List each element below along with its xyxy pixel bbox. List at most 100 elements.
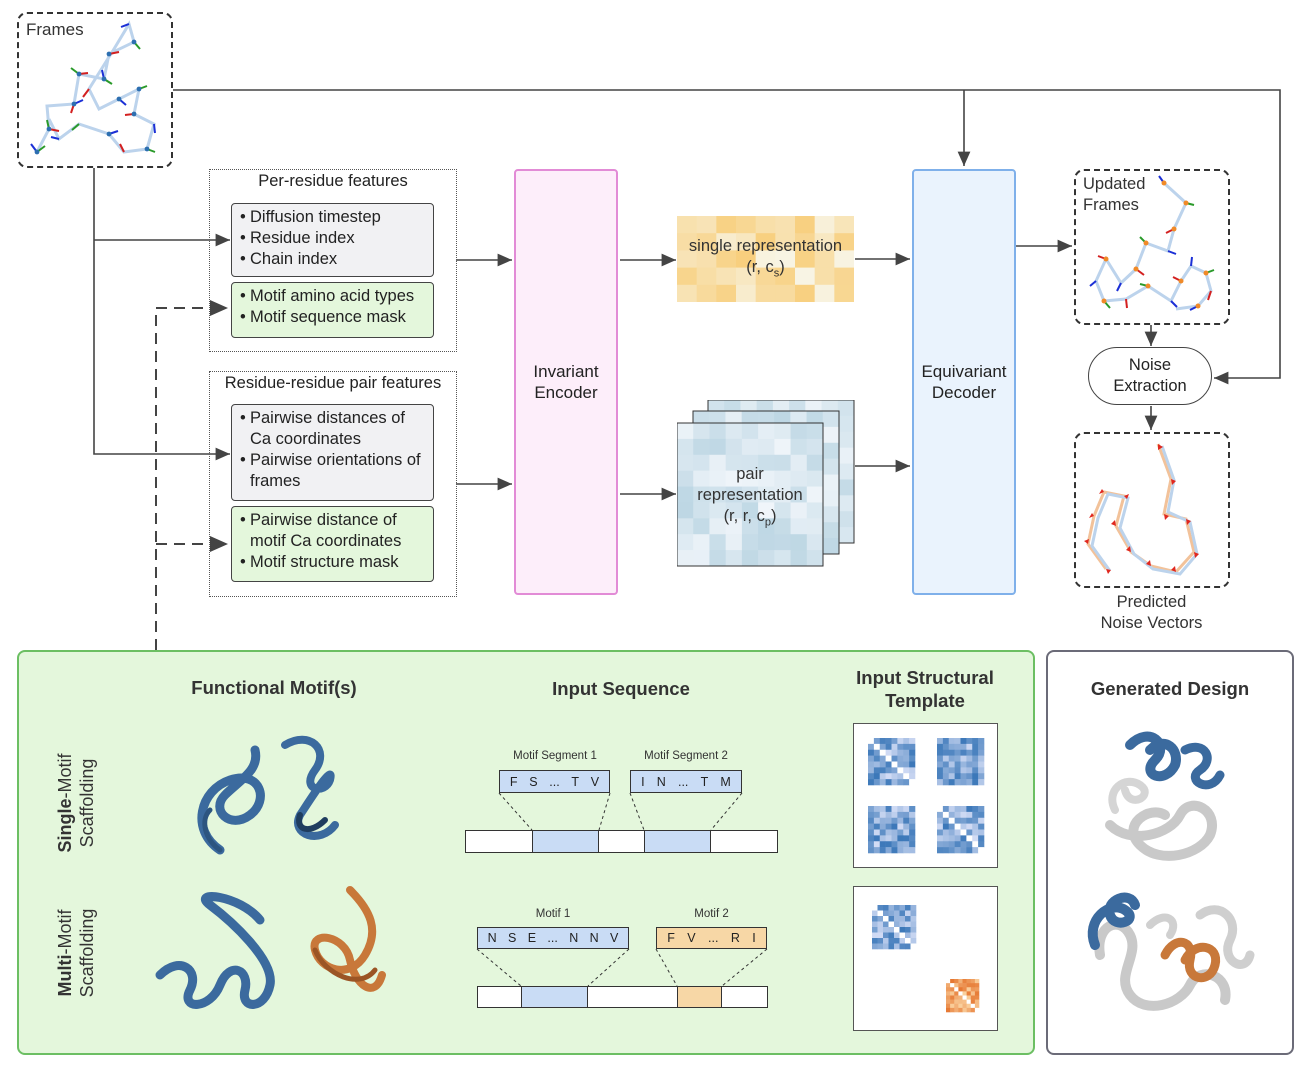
template-cell bbox=[948, 761, 955, 768]
motif1-label: Motif 1 bbox=[535, 908, 571, 920]
template-cell bbox=[954, 743, 961, 751]
template-cell bbox=[942, 749, 950, 756]
heatmap-cell bbox=[790, 423, 808, 440]
heatmap-cell bbox=[837, 495, 855, 512]
frames-label: Frames bbox=[26, 20, 84, 39]
template-cell bbox=[946, 987, 951, 992]
template-cell bbox=[962, 1003, 967, 1009]
heatmap-cell bbox=[693, 454, 710, 472]
heatmap-cell bbox=[741, 518, 759, 535]
template-cell bbox=[909, 847, 916, 854]
input-sequence-title: Input Sequence bbox=[552, 678, 690, 699]
heatmap-cell bbox=[709, 454, 727, 472]
template-cell bbox=[879, 767, 886, 774]
template-cell bbox=[891, 743, 898, 751]
heatmap-cell bbox=[837, 400, 855, 417]
template-cell bbox=[883, 938, 889, 944]
single-rep-line2-post: ) bbox=[779, 258, 785, 276]
template-cell bbox=[942, 835, 950, 842]
template-cell bbox=[954, 773, 961, 780]
template-cell bbox=[972, 743, 979, 751]
template-cell bbox=[879, 817, 886, 824]
template-cell bbox=[910, 927, 917, 933]
template-cell bbox=[883, 910, 889, 917]
heatmap-cell bbox=[822, 506, 840, 523]
template-cell bbox=[937, 841, 944, 848]
heatmap-cell bbox=[822, 458, 840, 476]
template-cell bbox=[974, 1003, 980, 1009]
motif2-res-1: V bbox=[687, 931, 696, 945]
feature-motif-pair-distance: Pairwise distance of motif Ca coordinate… bbox=[240, 510, 427, 552]
heatmap-cell bbox=[736, 284, 757, 302]
template-cell bbox=[950, 1003, 955, 1009]
template-cell bbox=[899, 927, 906, 933]
template-cell bbox=[903, 755, 910, 762]
template-cell bbox=[879, 773, 886, 780]
template-cell bbox=[942, 811, 950, 819]
template-cell bbox=[903, 841, 910, 848]
template-cell bbox=[910, 916, 917, 922]
template-cell bbox=[909, 738, 916, 745]
heatmap-cell bbox=[677, 216, 698, 234]
template-cell bbox=[960, 829, 967, 836]
template-cell bbox=[970, 1007, 976, 1013]
template-cell bbox=[868, 823, 875, 830]
heatmap-cell bbox=[822, 442, 840, 460]
template-cell bbox=[978, 817, 985, 824]
template-cell bbox=[879, 749, 886, 756]
heatmap-cell bbox=[822, 490, 840, 507]
template-cell bbox=[972, 835, 979, 842]
template-cell bbox=[899, 916, 906, 922]
template-cell bbox=[970, 983, 976, 988]
template-cell bbox=[885, 743, 892, 751]
template-cell bbox=[962, 991, 967, 996]
frames-box: Frames bbox=[17, 12, 173, 168]
heatmap-cell bbox=[822, 474, 840, 491]
template-cell bbox=[937, 773, 944, 780]
template-cell bbox=[937, 749, 944, 756]
template-cell bbox=[966, 1007, 972, 1013]
template-cell bbox=[966, 995, 972, 1000]
feature-pairwise-distances: Pairwise distances of Ca coordinates bbox=[240, 408, 427, 450]
pair-generic-box: Pairwise distances of Ca coordinates Pai… bbox=[231, 404, 434, 501]
template-cell bbox=[885, 841, 892, 848]
template-cell bbox=[966, 761, 973, 768]
template-cell bbox=[966, 767, 973, 774]
pair-features-title: Residue-residue pair features bbox=[224, 374, 442, 392]
template-cell bbox=[868, 779, 875, 786]
template-cell bbox=[905, 916, 911, 922]
heatmap-cell bbox=[814, 284, 835, 302]
template-cell bbox=[885, 817, 892, 824]
template-cell bbox=[978, 829, 985, 836]
heatmap-cell bbox=[790, 486, 808, 503]
template-line2: Template bbox=[885, 690, 965, 711]
single-rep-line2-pre: (r, c bbox=[746, 258, 774, 276]
heatmap-cell bbox=[716, 216, 737, 234]
template-cell bbox=[897, 749, 904, 756]
heatmap-cell bbox=[834, 267, 854, 286]
heatmap-cell bbox=[755, 284, 776, 302]
heatmap-cell bbox=[758, 438, 775, 456]
heatmap-cell bbox=[790, 534, 808, 551]
template-cell bbox=[958, 987, 963, 992]
motif2-residues: F V ... R I bbox=[656, 927, 767, 949]
template-cell bbox=[958, 1007, 963, 1013]
template-cell bbox=[885, 835, 892, 842]
template-cell bbox=[873, 767, 881, 774]
heatmap-cell bbox=[837, 463, 855, 480]
template-cell bbox=[897, 841, 904, 848]
heatmap-cell bbox=[725, 502, 743, 519]
template-cell bbox=[966, 773, 973, 780]
heatmap-cell bbox=[736, 233, 757, 251]
heatmap-cell bbox=[790, 550, 808, 567]
heatmap-cell bbox=[677, 518, 694, 535]
template-cell bbox=[891, 755, 898, 762]
single-representation-label: single representation (r, cs) bbox=[677, 236, 854, 284]
motif2-label: Motif 2 bbox=[694, 908, 729, 920]
motif1-residues: N S E ... N N V bbox=[477, 927, 629, 949]
template-cell bbox=[962, 999, 967, 1005]
template-cell bbox=[894, 910, 900, 917]
template-cell bbox=[942, 773, 950, 780]
